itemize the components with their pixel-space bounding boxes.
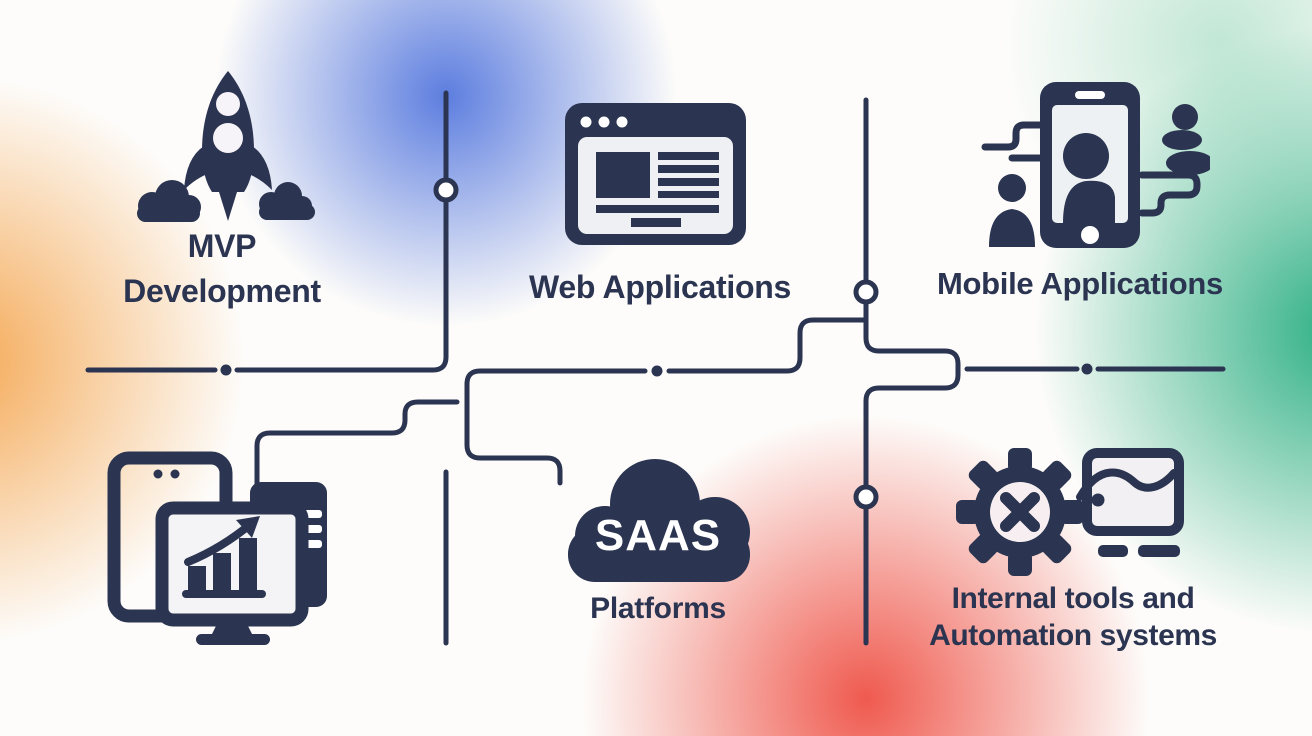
web-applications-label: Web Applications: [529, 269, 791, 305]
saas-platforms-label: Platforms: [590, 592, 726, 625]
junction-ring: [853, 279, 879, 305]
mvp-development-label: MVP Development: [72, 224, 372, 314]
rocket-launch-icon: [128, 66, 328, 231]
connector-center-branch: [464, 368, 648, 486]
internal-tools-label: Internal tools and Automation systems: [903, 580, 1243, 654]
connector-devices-branch: [254, 399, 460, 507]
mvp-label-line1: MVP: [187, 228, 257, 264]
mvp-label-line2: Development: [123, 273, 321, 309]
connector-dot: [651, 365, 663, 377]
connector-mvp-spine: [234, 90, 449, 373]
connector-web-to-mobile: [666, 317, 867, 374]
connector-right-spine: [863, 97, 961, 646]
saas-cloud-text: SAAS: [594, 511, 722, 560]
browser-window-icon: [565, 103, 747, 246]
mobile-app-users-icon: [965, 72, 1210, 254]
junction-ring: [433, 177, 459, 203]
internal-label-line1: Internal tools and: [951, 582, 1195, 615]
junction-ring: [853, 484, 879, 510]
gear-automation-icon: [950, 445, 1200, 580]
mobile-applications-label: Mobile Applications: [937, 266, 1223, 301]
cloud-icon: [560, 452, 760, 592]
connector-dot: [220, 364, 232, 376]
connector-dot: [1081, 363, 1093, 375]
internal-label-line2: Automation systems: [929, 619, 1217, 652]
multi-device-analytics-icon: [100, 450, 345, 648]
